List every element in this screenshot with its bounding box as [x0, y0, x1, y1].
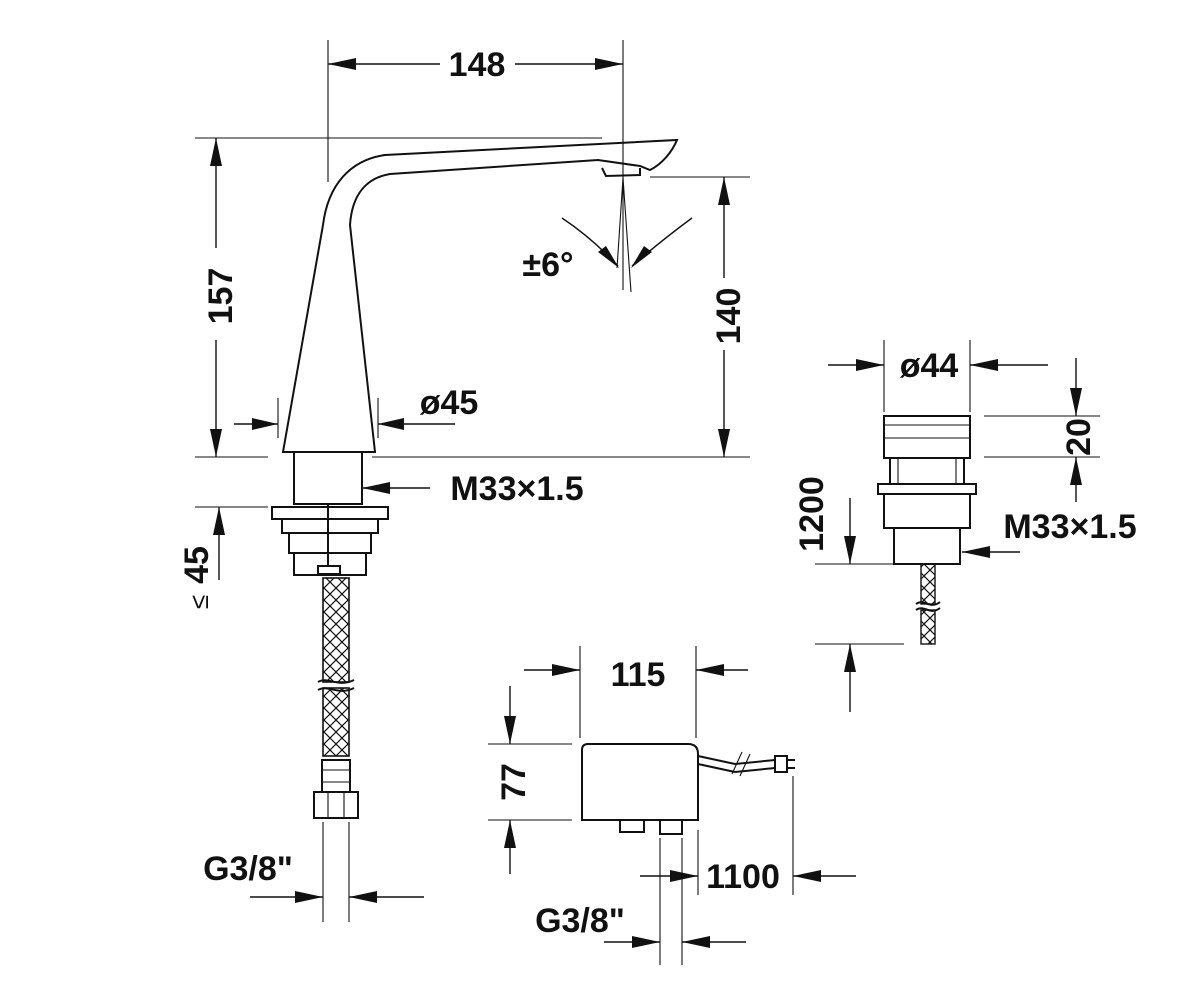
dim-spout-reach: 148 [327, 40, 624, 290]
dim-connection-box-label: G3/8" [535, 902, 625, 940]
dim-deck-thickness-symbol: ≤ [184, 595, 214, 609]
dim-button-height-label: 20 [1060, 418, 1098, 456]
dim-thread-button: M33×1.5 [962, 508, 1137, 558]
dim-box-width: 115 [524, 646, 748, 738]
dim-spout-height-label: 140 [710, 288, 748, 345]
dim-base-diameter: ø45 [234, 384, 478, 438]
braided-hose [313, 577, 359, 819]
dim-box-height: 77 [488, 686, 572, 874]
dim-spray-angle: ±6° [522, 177, 693, 293]
dim-box-cable: 1100 [640, 776, 856, 896]
dim-thread-main: M33×1.5 [362, 470, 584, 508]
dim-spray-angle-label: ±6° [522, 246, 573, 284]
push-button [877, 415, 977, 645]
dim-button-height: 20 [984, 358, 1100, 502]
dim-button-cable-label: 1200 [793, 476, 831, 552]
dim-connection-tap: G3/8" [203, 822, 424, 922]
dim-box-cable-label: 1100 [706, 858, 780, 896]
dim-thread-main-label: M33×1.5 [450, 470, 583, 508]
dim-spout-height: 140 [372, 176, 750, 458]
dim-deck-thickness: 45 ≤ [178, 506, 268, 609]
dim-base-diameter-label: ø45 [420, 384, 479, 422]
dim-connection-tap-label: G3/8" [203, 850, 293, 888]
dim-button-diameter-label: ø44 [900, 347, 959, 385]
dim-total-height: 157 [195, 137, 602, 458]
dim-box-height-label: 77 [495, 763, 533, 801]
dim-button-cable: 1200 [793, 476, 904, 712]
dim-thread-button-label: M33×1.5 [1003, 508, 1136, 546]
dim-deck-thickness-label: 45 [178, 546, 216, 584]
control-box [581, 743, 795, 835]
dim-total-height-label: 157 [202, 268, 240, 325]
dim-box-width-label: 115 [611, 656, 666, 694]
faucet-body [271, 138, 679, 576]
dim-button-diameter: ø44 [828, 340, 1048, 412]
dim-connection-box: G3/8" [535, 838, 746, 965]
dim-spout-reach-label: 148 [449, 46, 506, 84]
